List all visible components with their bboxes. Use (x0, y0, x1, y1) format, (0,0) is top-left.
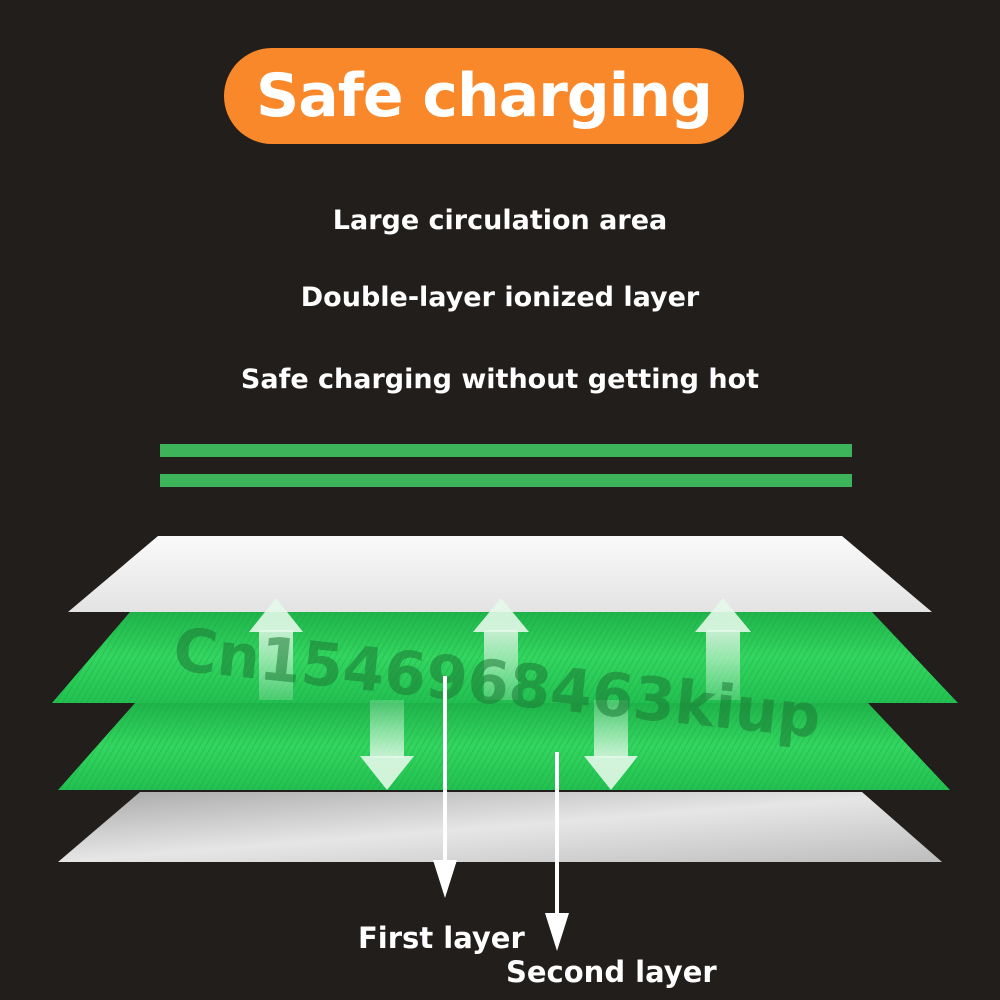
bottom-sheet (58, 792, 942, 862)
airflow-arrow-up-center (473, 598, 529, 700)
feature-line-circulation: Large circulation area (332, 205, 668, 236)
airflow-arrow-down-right (584, 700, 638, 790)
first-layer-pointer (433, 676, 457, 898)
second-layer-label: Second layer (506, 955, 717, 989)
second-layer-pointer (545, 752, 569, 951)
title-badge: Safe charging (224, 48, 744, 144)
green-divider-bottom (160, 474, 852, 487)
feature-line-safe: Safe charging without getting hot (240, 364, 760, 395)
top-sheet (68, 536, 932, 612)
green-divider-top (160, 444, 852, 457)
title-text: Safe charging (256, 61, 713, 131)
first-layer-label: First layer (358, 921, 525, 955)
airflow-arrow-up-left (249, 598, 303, 700)
airflow-arrow-up-right (695, 598, 751, 700)
feature-line-ionized: Double-layer ionized layer (300, 282, 700, 313)
airflow-arrow-down-left (360, 700, 414, 790)
